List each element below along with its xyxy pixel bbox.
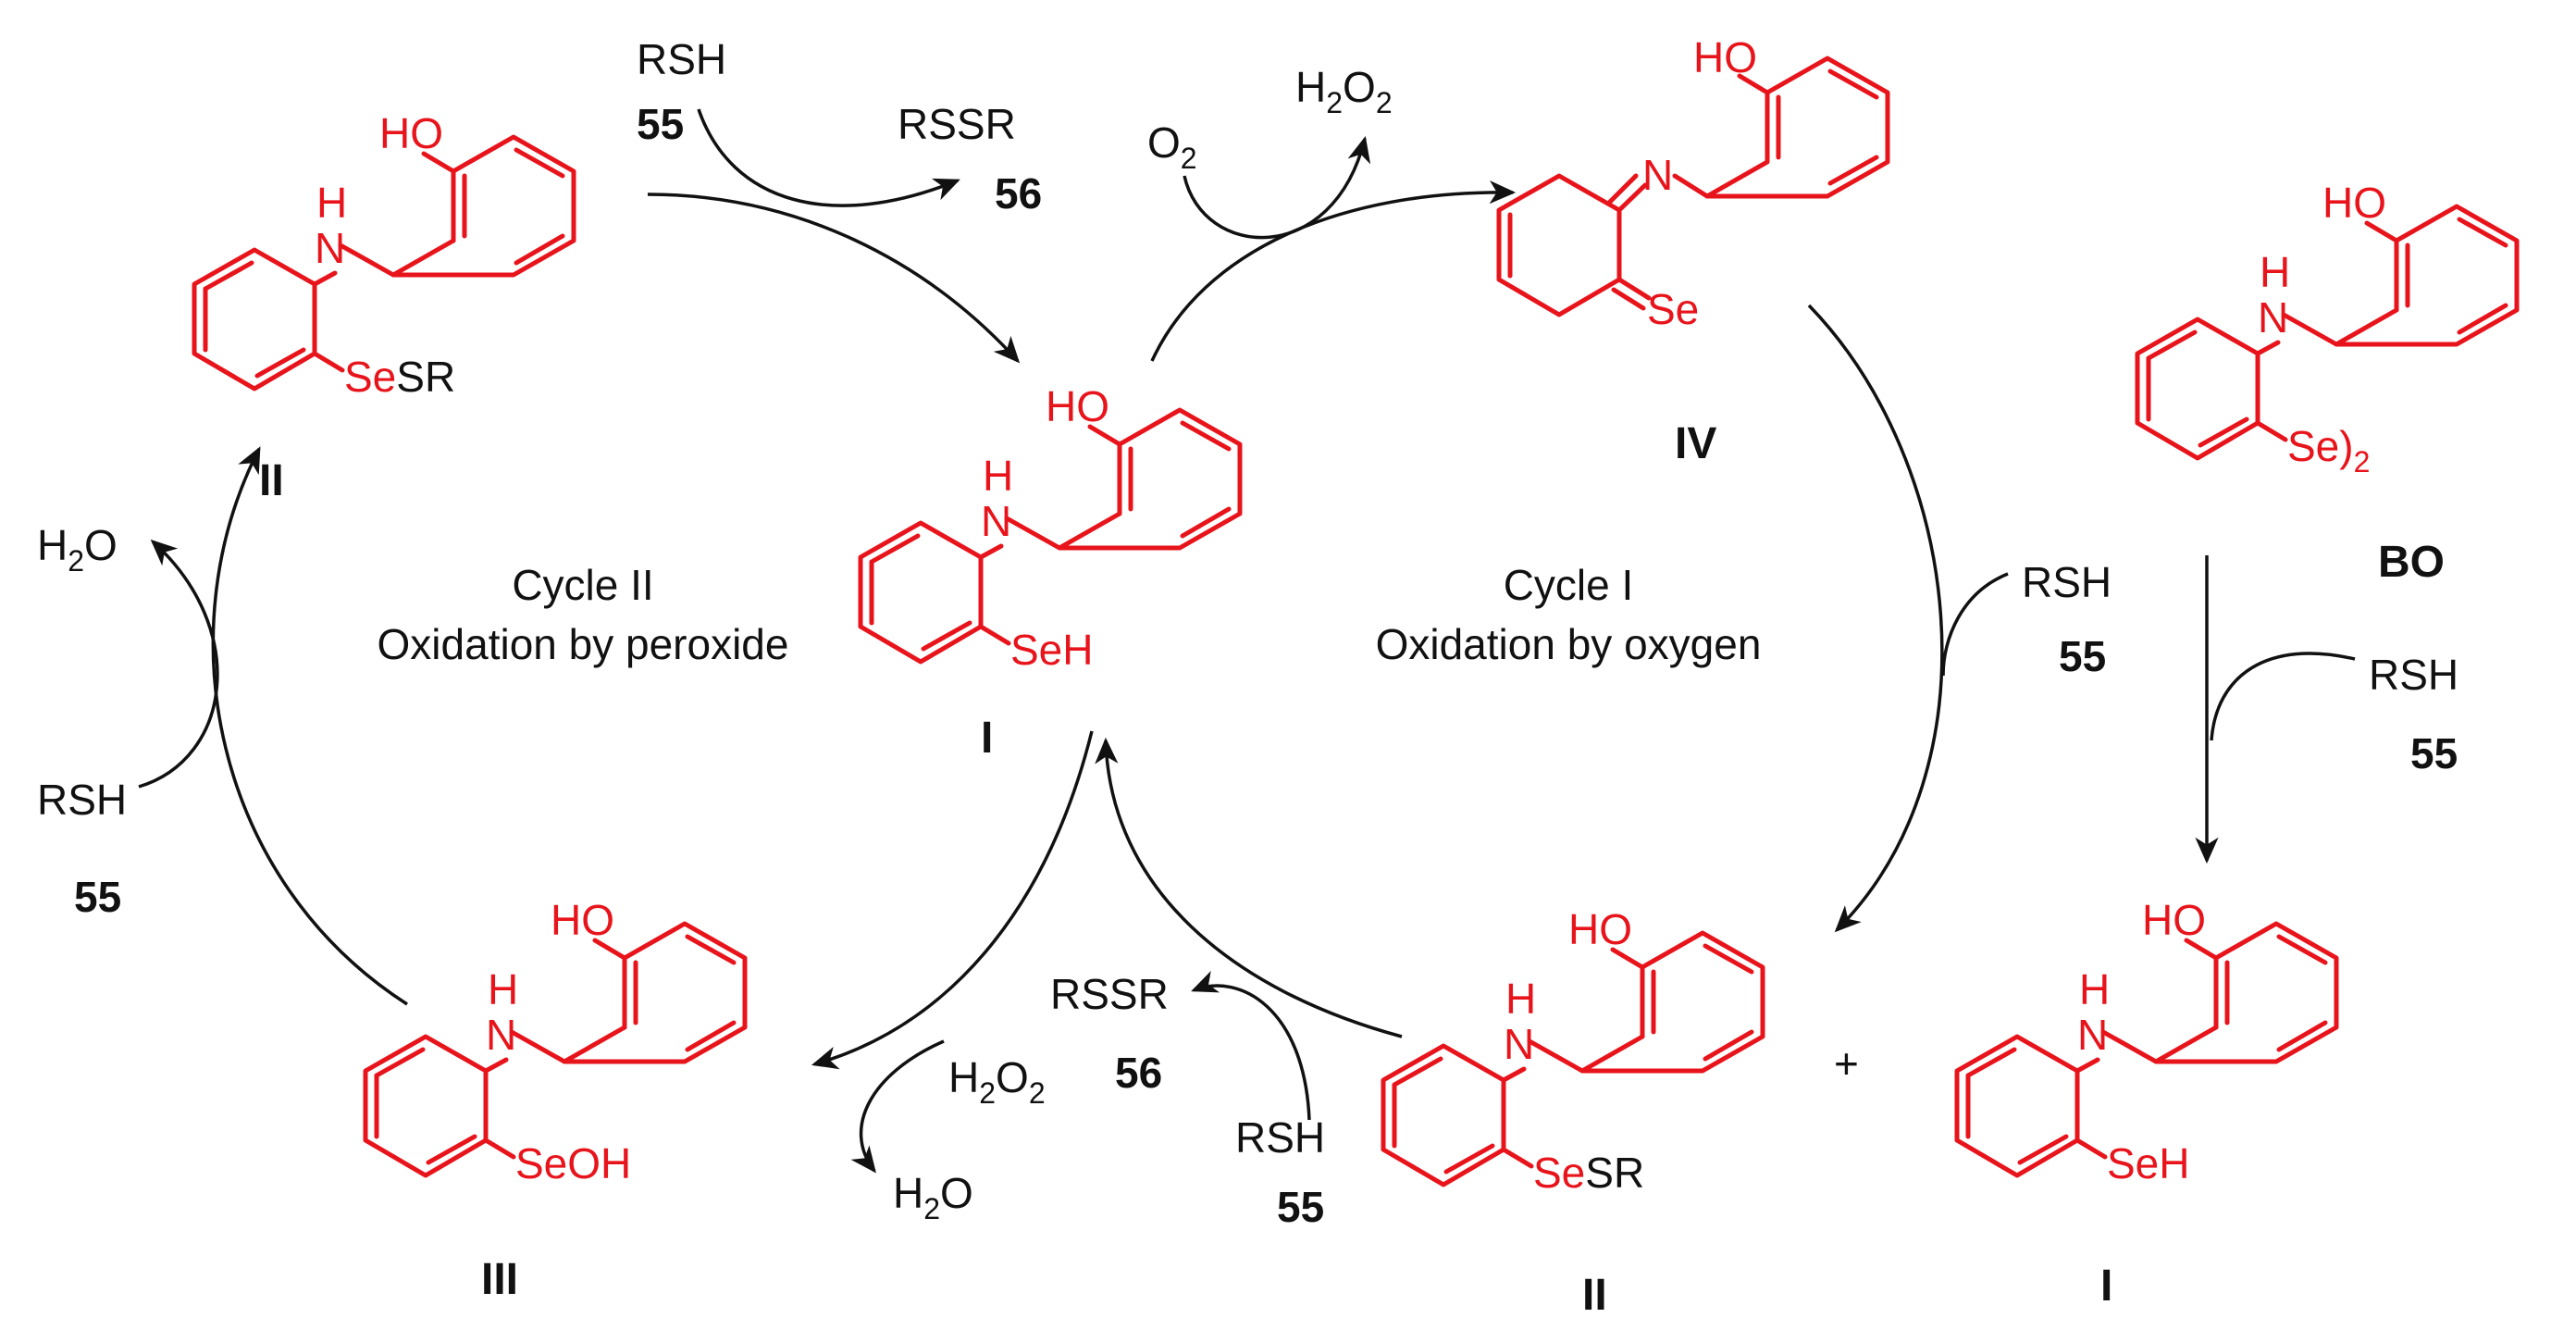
selenium-label: SeH [2107, 1139, 2189, 1187]
molecule-III-bottom-left: HO H N SeOH III [365, 896, 745, 1304]
hydroxyl-label: HO [1568, 905, 1632, 953]
amine-n-label: N [2258, 293, 2288, 342]
compound-label: IV [1675, 419, 1716, 468]
reagent-o2: O2 [1147, 118, 1197, 175]
arrow-rsh-far-right [2210, 652, 2356, 741]
arrow-rsh-to-rssr-top [697, 108, 960, 207]
selenium-label: Se [1647, 285, 1699, 333]
reagent-rsh-bottom-number: 55 [1277, 1183, 1324, 1231]
reagent-rssr-top-number: 56 [995, 169, 1042, 218]
hydroxyl-label: HO [1693, 33, 1757, 81]
compound-label: BO [2378, 538, 2445, 587]
reagent-h2o-left: H2O [37, 521, 118, 578]
molecule-I-center: HO H N SeH I [861, 382, 1240, 763]
reagent-rsh-left: RSH [37, 776, 127, 824]
arrow-II-to-I [647, 193, 1021, 364]
cycle-2-subtitle: Oxidation by peroxide [378, 620, 789, 668]
selenium-label: SeOH [515, 1139, 631, 1187]
arrow-II-bottom-to-I [1095, 737, 1403, 1038]
arrow-rsh-to-h2o-left [138, 539, 219, 789]
compound-label: I [2100, 1262, 2112, 1311]
reagent-rssr-top: RSSR [898, 100, 1016, 148]
reagent-rsh-right-number: 55 [2059, 632, 2106, 680]
arrow-h2o2-to-h2o [850, 1039, 945, 1174]
amine-n-label: N [981, 497, 1011, 545]
reagent-rsh-top: RSH [637, 35, 726, 83]
compound-label: II [259, 456, 284, 505]
hydroxyl-label: HO [551, 896, 614, 944]
compound-label: III [481, 1255, 518, 1304]
reagent-rsh-left-number: 55 [74, 873, 121, 921]
amine-h-label: H [2260, 248, 2290, 296]
reagent-rsh-bottom: RSH [1235, 1113, 1325, 1162]
arrow-rsh-right [1941, 572, 2009, 677]
amine-h-label: H [983, 452, 1013, 500]
reagent-rsh-far-right-number: 55 [2410, 729, 2458, 777]
selenium-label: SeSR [344, 353, 455, 401]
molecule-II-bottom-middle: HO H N SeSR II [1383, 905, 1763, 1320]
arrow-rsh-to-rssr-bottom [1191, 970, 1311, 1121]
arrow-o2-to-h2o2 [1183, 135, 1371, 240]
reagent-rsh-top-number: 55 [637, 100, 684, 148]
amine-h-label: H [488, 965, 518, 1013]
reagent-rssr-bottom: RSSR [1050, 970, 1169, 1018]
molecule-IV-top-right: HO N Se IV [1496, 33, 1890, 468]
molecule-I-bottom-right: HO H N SeH I [1957, 896, 2336, 1311]
amine-h-label: H [316, 179, 347, 227]
reagent-rssr-bottom-number: 56 [1115, 1049, 1162, 1097]
reagent-rsh-right: RSH [2022, 558, 2112, 606]
compound-label: II [1582, 1271, 1607, 1320]
reagent-h2o2-top: H2O2 [1295, 63, 1393, 119]
amine-n-label: N [315, 224, 345, 272]
cycle-2-title: Cycle II [512, 561, 653, 609]
plus-sign: + [1834, 1039, 1859, 1088]
selenium-label: SeH [1010, 626, 1093, 674]
hydroxyl-label: HO [379, 109, 443, 157]
amine-n-label: N [1504, 1020, 1534, 1068]
amine-h-label: H [1505, 975, 1536, 1023]
amine-n-label: N [486, 1011, 516, 1059]
hydroxyl-label: HO [2142, 896, 2206, 944]
amine-n-label: N [2077, 1011, 2108, 1059]
cycle-1-subtitle: Oxidation by oxygen [1376, 620, 1762, 668]
arrow-IV-to-II [1807, 304, 1944, 933]
reagent-h2o2-bottom: H2O2 [948, 1053, 1046, 1110]
arrow-I-to-III [811, 730, 1094, 1070]
molecule-BO-far-right: HO H N Se)2 BO [2137, 179, 2517, 587]
arrow-III-to-II [211, 446, 408, 1006]
selenium-label: SeSR [1533, 1149, 1644, 1197]
imine-n-label: N [1642, 151, 1673, 199]
reagent-rsh-far-right: RSH [2369, 651, 2458, 699]
molecule-II-top-left: HO H N SeSR II [194, 109, 574, 505]
hydroxyl-label: HO [2322, 179, 2386, 227]
amine-h-label: H [2079, 965, 2110, 1013]
cycle-1-title: Cycle I [1504, 561, 1634, 609]
compound-label: I [981, 714, 993, 763]
selenium-label: Se)2 [2287, 422, 2370, 479]
hydroxyl-label: HO [1046, 382, 1109, 430]
reagent-h2o-bottom: H2O [893, 1169, 973, 1225]
